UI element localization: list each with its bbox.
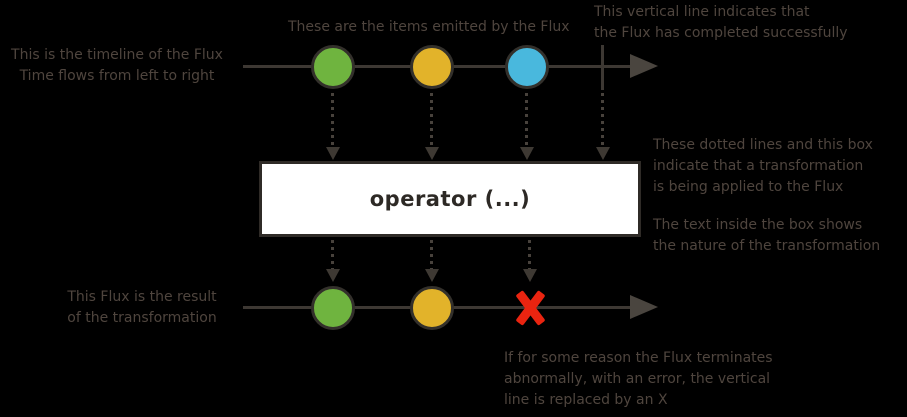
source-marble-blue xyxy=(505,45,549,89)
operator-box: operator (...) xyxy=(259,161,641,237)
result-marble-yellow xyxy=(410,286,454,330)
annotation-line: If for some reason the Flux terminates xyxy=(504,350,773,366)
annotation-box-text: The text inside the box shows the nature… xyxy=(653,215,880,257)
annotation-line: This is the timeline of the Flux xyxy=(11,47,223,63)
annotation-line: the Flux has completed successfully xyxy=(594,25,848,41)
dotted-arrow-icon xyxy=(520,147,534,160)
annotation-line: This vertical line indicates that xyxy=(594,4,810,20)
result-marble-green xyxy=(311,286,355,330)
annotation-line: These are the items emitted by the Flux xyxy=(288,19,570,35)
complete-marker-line xyxy=(601,45,604,90)
result-timeline-arrow-icon xyxy=(630,295,658,319)
annotation-line: abnormally, with an error, the vertical xyxy=(504,371,771,387)
dotted-arrow-icon xyxy=(425,147,439,160)
dotted-connector xyxy=(528,240,531,269)
dotted-arrow-icon xyxy=(523,269,537,282)
dotted-arrow-icon xyxy=(596,147,610,160)
annotation-line: indicate that a transformation xyxy=(653,158,864,174)
annotation-line: the nature of the transformation xyxy=(653,238,881,254)
annotation-line: is being applied to the Flux xyxy=(653,179,844,195)
annotation-line: The text inside the box shows xyxy=(653,217,863,233)
dotted-arrow-icon xyxy=(425,269,439,282)
dotted-connector xyxy=(430,240,433,269)
dotted-connector xyxy=(331,240,334,269)
annotation-result: This Flux is the result of the transform… xyxy=(54,287,230,329)
error-x-icon xyxy=(514,289,546,327)
annotation-line: This Flux is the result xyxy=(67,289,217,305)
annotation-line: These dotted lines and this box xyxy=(653,137,873,153)
annotation-error: If for some reason the Flux terminates a… xyxy=(504,348,773,411)
dotted-connector xyxy=(331,93,334,147)
annotation-line: Time flows from left to right xyxy=(19,68,215,84)
annotation-timeline-description: This is the timeline of the Flux Time fl… xyxy=(6,45,228,87)
annotation-transformation: These dotted lines and this box indicate… xyxy=(653,135,873,198)
dotted-arrow-icon xyxy=(326,269,340,282)
annotation-items-emitted: These are the items emitted by the Flux xyxy=(288,17,570,38)
dotted-connector xyxy=(525,93,528,147)
dotted-arrow-icon xyxy=(326,147,340,160)
annotation-complete: This vertical line indicates that the Fl… xyxy=(594,2,848,44)
operator-label: operator (...) xyxy=(369,187,531,211)
source-marble-green xyxy=(311,45,355,89)
dotted-connector xyxy=(601,93,604,147)
annotation-line: line is replaced by an X xyxy=(504,392,668,408)
source-timeline-arrow-icon xyxy=(630,54,658,78)
source-marble-yellow xyxy=(410,45,454,89)
annotation-line: of the transformation xyxy=(67,310,217,326)
dotted-connector xyxy=(430,93,433,147)
